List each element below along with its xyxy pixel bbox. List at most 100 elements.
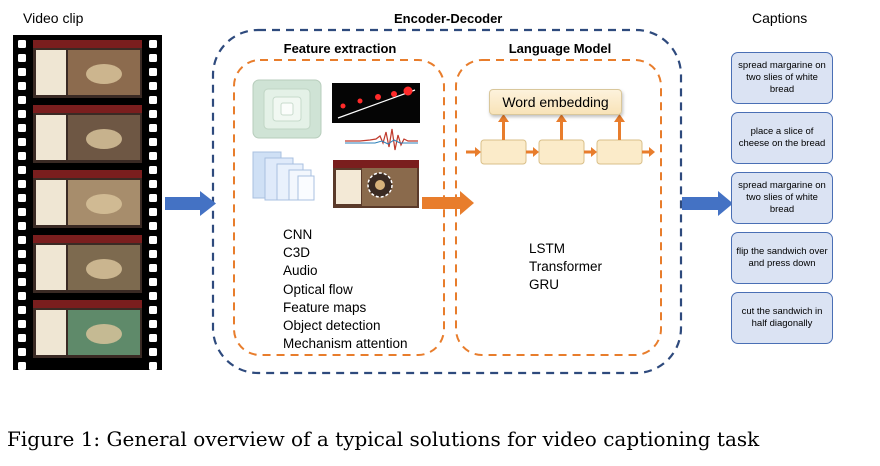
caption-box: spread margarine on two slies of white b… — [731, 172, 833, 224]
feature-method-item: Audio — [283, 263, 318, 279]
sprocket-hole — [149, 166, 157, 174]
optical-flow-image — [332, 83, 420, 123]
sprocket-hole — [149, 362, 157, 370]
sprocket-hole — [149, 194, 157, 202]
sprocket-hole — [149, 306, 157, 314]
sprocket-hole — [18, 194, 26, 202]
word-embedding-box: Word embedding — [489, 89, 622, 115]
lstm-up-arrowhead — [614, 114, 625, 122]
audio-waveform-icon — [345, 128, 418, 151]
sprocket-hole — [149, 320, 157, 328]
sprocket-hole — [18, 54, 26, 62]
lstm-up-arrowhead — [556, 114, 567, 122]
video-frame — [33, 170, 142, 228]
figure-caption: Figure 1: General overview of a typical … — [7, 427, 760, 451]
word-embedding-label: Word embedding — [502, 94, 609, 110]
sprocket-hole — [149, 180, 157, 188]
sprocket-hole — [18, 264, 26, 272]
feature-extraction-title: Feature extraction — [283, 41, 397, 56]
caption-text: spread margarine on two slies of white b… — [738, 60, 826, 95]
sprocket-hole — [18, 222, 26, 230]
sprocket-hole — [18, 152, 26, 160]
sprocket-hole — [18, 236, 26, 244]
sprocket-hole — [18, 40, 26, 48]
caption-box: flip the sandwich over and press down — [731, 232, 833, 284]
film-strip — [13, 35, 162, 370]
sprocket-hole — [18, 306, 26, 314]
video-frame — [33, 40, 142, 98]
caption-text: cut the sandwich in half diagonally — [741, 306, 823, 329]
sprocket-hole — [18, 138, 26, 146]
captions-label: Captions — [752, 10, 808, 26]
lstm-link-arrowhead — [591, 147, 597, 157]
sprocket-hole — [149, 334, 157, 342]
sprocket-hole — [149, 54, 157, 62]
arrow-encoder-to-captions — [682, 191, 733, 216]
sprocket-hole — [149, 96, 157, 104]
sprocket-holes-right — [149, 40, 157, 370]
sprocket-hole — [18, 320, 26, 328]
lstm-link-arrowhead — [533, 147, 539, 157]
language-model-item: LSTM — [529, 241, 566, 256]
sprocket-hole — [18, 278, 26, 286]
sprocket-hole — [149, 110, 157, 118]
sprocket-hole — [149, 68, 157, 76]
language-model-list: LSTM Transformer GRU — [529, 240, 602, 295]
sprocket-hole — [149, 278, 157, 286]
sprocket-hole — [18, 250, 26, 258]
sprocket-hole — [149, 208, 157, 216]
sprocket-hole — [18, 292, 26, 300]
lstm-cell — [480, 139, 527, 165]
sprocket-hole — [149, 222, 157, 230]
feature-method-item: Optical flow — [283, 281, 353, 297]
language-model-title: Language Model — [508, 41, 612, 56]
sprocket-hole — [149, 236, 157, 244]
caption-text: flip the sandwich over and press down — [736, 246, 828, 269]
sprocket-hole — [149, 40, 157, 48]
feature-method-item: C3D — [283, 245, 311, 261]
arrow-video-to-encoder — [165, 191, 216, 216]
cnn-layers-icon — [252, 79, 322, 139]
feature-extraction-container — [233, 59, 445, 356]
lstm-cell — [596, 139, 643, 165]
sprocket-hole — [18, 208, 26, 216]
caption-box: place a slice of cheese on the bread — [731, 112, 833, 164]
language-model-item: GRU — [529, 277, 559, 293]
feature-method-item: Object detection — [283, 318, 381, 334]
sprocket-hole — [149, 250, 157, 258]
video-frame — [33, 235, 142, 293]
c3d-cubes-icon — [252, 151, 315, 201]
caption-box: cut the sandwich in half diagonally — [731, 292, 833, 344]
video-frame — [33, 105, 142, 163]
feature-method-item: CNN — [283, 227, 313, 242]
video-clip-label: Video clip — [23, 10, 84, 26]
sprocket-hole — [149, 152, 157, 160]
video-frame — [33, 300, 142, 358]
feature-method-item: Mechanism attention — [283, 336, 408, 352]
lstm-cell — [538, 139, 585, 165]
language-model-item: Transformer — [529, 259, 603, 275]
language-model-container — [455, 59, 662, 356]
sprocket-hole — [18, 82, 26, 90]
sprocket-hole — [18, 124, 26, 132]
object-detection-image — [333, 160, 419, 208]
sprocket-hole — [149, 264, 157, 272]
sprocket-hole — [149, 82, 157, 90]
sprocket-hole — [18, 362, 26, 370]
sprocket-hole — [149, 292, 157, 300]
sprocket-hole — [18, 166, 26, 174]
lstm-up-arrowhead — [498, 114, 509, 122]
caption-box: spread margarine on two slies of white b… — [731, 52, 833, 104]
sprocket-holes-left — [18, 40, 26, 370]
sprocket-hole — [18, 96, 26, 104]
sprocket-hole — [18, 68, 26, 76]
caption-text: place a slice of cheese on the bread — [738, 126, 826, 149]
encoder-decoder-label: Encoder-Decoder — [394, 11, 503, 26]
sprocket-hole — [149, 124, 157, 132]
sprocket-hole — [149, 138, 157, 146]
arrow-features-to-lm — [422, 191, 474, 215]
sprocket-hole — [18, 180, 26, 188]
feature-method-item: Feature maps — [283, 299, 367, 315]
sprocket-hole — [18, 334, 26, 342]
